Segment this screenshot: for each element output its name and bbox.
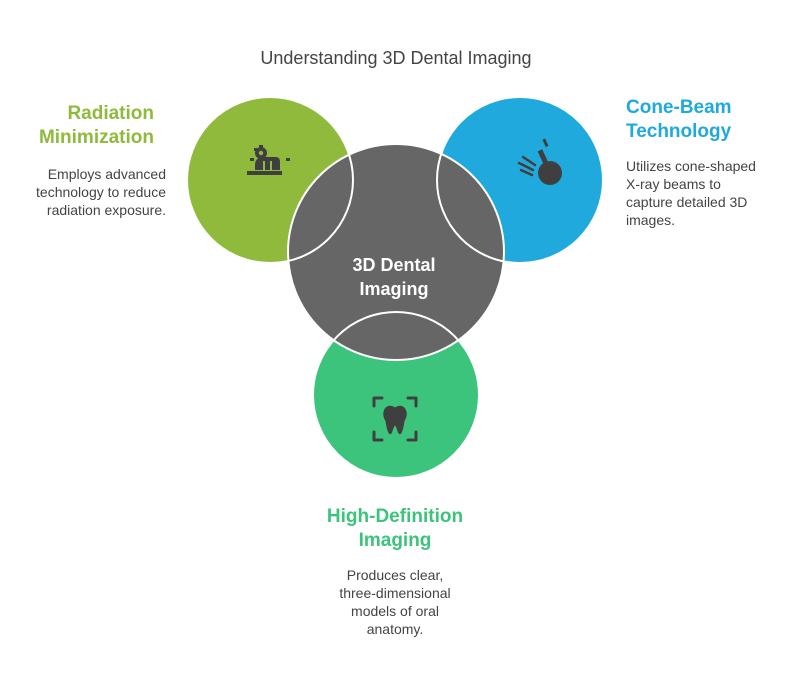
radiation-helmet-icon	[247, 145, 290, 175]
high-definition-heading-line2: Imaging	[358, 530, 432, 551]
high-definition-desc-line3: models of oral	[351, 603, 439, 619]
high-definition-description: Produces clear, three-dimensional models…	[295, 566, 495, 638]
cone-beam-description: Utilizes cone-shaped X-ray beams to capt…	[626, 157, 796, 229]
page-title: Understanding 3D Dental Imaging	[260, 48, 532, 68]
radiation-description: Employs advanced technology to reduce ra…	[0, 165, 166, 219]
cone-beam-desc-line1: Utilizes cone-shaped	[626, 158, 756, 174]
center-circle	[288, 144, 504, 360]
tooth-scan-icon	[372, 396, 418, 442]
xray-beam-icon	[517, 138, 562, 185]
high-definition-desc-line4: anatomy.	[366, 621, 424, 637]
cone-beam-heading-line2: Technology	[626, 121, 732, 142]
cone-beam-circle-outline	[436, 96, 604, 264]
high-definition-heading-line1: High-Definition	[326, 506, 464, 527]
cone-beam-desc-line2: X-ray beams to	[626, 176, 721, 192]
high-definition-desc-line2: three-dimensional	[339, 585, 451, 601]
center-label-line1: 3D Dental	[352, 255, 435, 275]
cone-beam-desc-line3: capture detailed 3D	[626, 194, 748, 210]
high-definition-desc-line1: Produces clear,	[346, 567, 444, 583]
center-label-line2: Imaging	[359, 279, 428, 299]
center-circle-outline	[287, 143, 505, 361]
radiation-desc-line2: technology to reduce	[36, 184, 166, 200]
cone-beam-desc-line4: images.	[626, 212, 676, 228]
cone-beam-heading: Cone-Beam Technology	[626, 96, 796, 144]
radiation-heading-line1: Radiation	[67, 103, 154, 124]
high-definition-circle-outline	[312, 311, 480, 479]
high-definition-circle	[313, 312, 479, 478]
high-definition-heading: High-Definition Imaging	[295, 505, 495, 553]
cone-beam-heading-line1: Cone-Beam	[626, 97, 732, 118]
radiation-heading-line2: Minimization	[38, 127, 154, 148]
radiation-circle-outline	[186, 96, 354, 264]
radiation-desc-line1: Employs advanced	[47, 166, 166, 182]
radiation-heading: Radiation Minimization	[0, 102, 154, 150]
radiation-desc-line3: radiation exposure.	[46, 202, 166, 218]
